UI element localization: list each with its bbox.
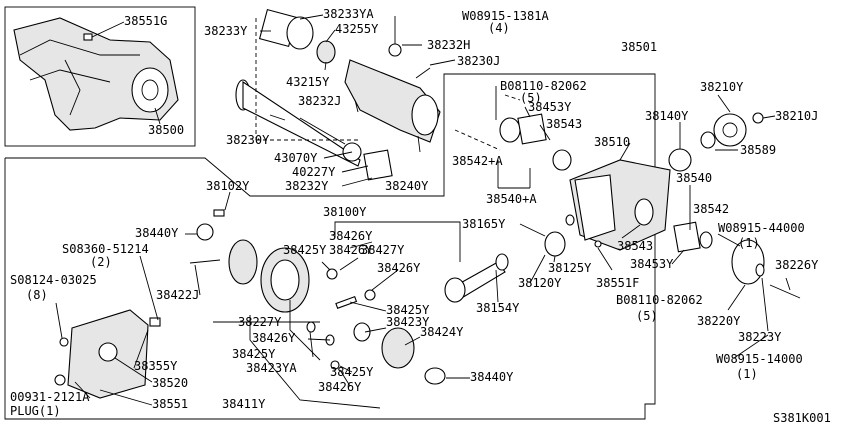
label-38551G: 38551G xyxy=(124,14,168,28)
dash-line-4 xyxy=(504,94,521,101)
label-38425Y-d: 38425Y xyxy=(330,365,374,379)
label-08110-82062-top: B08110-82062 xyxy=(500,79,587,93)
label-38520: 38520 xyxy=(152,376,189,390)
label-38230J: 38230J xyxy=(457,54,501,68)
label-40227Y: 40227Y xyxy=(292,165,336,179)
label-38440Y-top: 38440Y xyxy=(135,226,179,240)
label-38422J: 38422J xyxy=(156,288,200,302)
assembly-boundary xyxy=(4,73,656,420)
inset-box xyxy=(4,6,196,147)
label-38411Y: 38411Y xyxy=(222,397,266,411)
rear-cover xyxy=(54,309,161,399)
label-38140Y: 38140Y xyxy=(645,109,689,123)
label-38120Y: 38120Y xyxy=(518,276,562,290)
label-08915-1381A: W08915-1381A xyxy=(462,9,549,23)
label-38232Y: 38232Y xyxy=(285,179,329,193)
label-38210Y: 38210Y xyxy=(700,80,744,94)
axle-shaft-group xyxy=(235,8,441,181)
label-38232J: 38232J xyxy=(298,94,342,108)
label-38100Y: 38100Y xyxy=(323,205,367,219)
label-38424Y: 38424Y xyxy=(420,325,464,339)
label-38543-top: 38543 xyxy=(546,117,583,131)
leader-lines xyxy=(55,14,791,406)
gear-group xyxy=(189,209,509,385)
bracket-38100Y xyxy=(334,221,461,262)
label-08915-14000: W08915-14000 xyxy=(716,352,803,366)
label-43255Y: 43255Y xyxy=(335,22,379,36)
dash-line-3 xyxy=(454,129,501,151)
diagram-code: S381K001 xyxy=(773,411,831,425)
leader-38551G xyxy=(91,21,125,38)
label-00931-2121A: 00931-2121A xyxy=(10,390,90,404)
label-38542A: 38542+A xyxy=(452,154,503,168)
label-38423Y: 38423Y xyxy=(386,315,430,329)
label-43215Y: 43215Y xyxy=(286,75,330,89)
label-08915-44000: W08915-44000 xyxy=(718,221,805,235)
label-38501: 38501 xyxy=(621,40,658,54)
label-38355Y: 38355Y xyxy=(134,359,178,373)
label-38125Y: 38125Y xyxy=(548,261,592,275)
label-08360-51214-qty: (2) xyxy=(90,255,112,269)
label-38540A: 38540+A xyxy=(486,192,537,206)
label-38223Y: 38223Y xyxy=(738,330,782,344)
label-38240Y: 38240Y xyxy=(385,179,429,193)
label-38589: 38589 xyxy=(740,143,777,157)
label-plug: PLUG(1) xyxy=(10,404,61,418)
label-08110-82062-bot-qty: (5) xyxy=(636,309,658,323)
label-38227Y: 38227Y xyxy=(238,315,282,329)
label-38510: 38510 xyxy=(594,135,631,149)
leader-38500 xyxy=(154,107,161,125)
axle-housing-inset xyxy=(13,17,179,131)
label-38543-mid: 38543 xyxy=(617,239,654,253)
label-38440Y-bot: 38440Y xyxy=(470,370,514,384)
label-08124-03025-qty: (8) xyxy=(26,288,48,302)
label-38220Y: 38220Y xyxy=(697,314,741,328)
label-38542: 38542 xyxy=(693,202,730,216)
label-38551: 38551 xyxy=(152,397,189,411)
label-38426Y-a: 38426Y xyxy=(329,229,373,243)
label-38425Y-c: 38425Y xyxy=(232,347,276,361)
label-38232H: 38232H xyxy=(427,38,471,52)
label-38230Y: 38230Y xyxy=(226,133,270,147)
carrier-group xyxy=(499,112,801,299)
bracket-38411Y xyxy=(249,315,381,409)
label-08915-14000-qty: (1) xyxy=(736,367,758,381)
label-38426Y-b: 38426Y xyxy=(329,243,373,257)
label-38453Y-top: 38453Y xyxy=(528,100,572,114)
label-08915-1381A-qty: (4) xyxy=(488,21,510,35)
label-38551F: 38551F xyxy=(596,276,640,290)
label-38233YA: 38233YA xyxy=(323,7,374,21)
label-08124-03025: S08124-03025 xyxy=(10,273,97,287)
label-38154Y: 38154Y xyxy=(476,301,520,315)
label-38165Y: 38165Y xyxy=(462,217,506,231)
label-38233Y: 38233Y xyxy=(204,24,248,38)
label-38425Y-b: 38425Y xyxy=(386,303,430,317)
label-38226Y: 38226Y xyxy=(775,258,819,272)
label-38102Y: 38102Y xyxy=(206,179,250,193)
label-08110-82062-bot: B08110-82062 xyxy=(616,293,703,307)
label-38423YA: 38423YA xyxy=(246,361,297,375)
label-08915-44000-qty: (1) xyxy=(738,236,760,250)
label-38426Y-c: 38426Y xyxy=(377,261,421,275)
bracket-38423YA xyxy=(289,300,321,361)
label-38425Y-a: 38425Y xyxy=(283,243,327,257)
label-38540: 38540 xyxy=(676,171,713,185)
label-43070Y: 43070Y xyxy=(274,151,318,165)
label-08360-51214: S08360-51214 xyxy=(62,242,149,256)
label-38453Y-mid: 38453Y xyxy=(630,257,674,271)
label-38426Y-e: 38426Y xyxy=(318,380,362,394)
label-38427Y: 38427Y xyxy=(361,243,405,257)
label-38500: 38500 xyxy=(148,123,185,137)
label-38426Y-d: 38426Y xyxy=(252,331,296,345)
label-38210J: 38210J xyxy=(775,109,819,123)
label-08110-82062-top-qty: (5) xyxy=(520,91,542,105)
